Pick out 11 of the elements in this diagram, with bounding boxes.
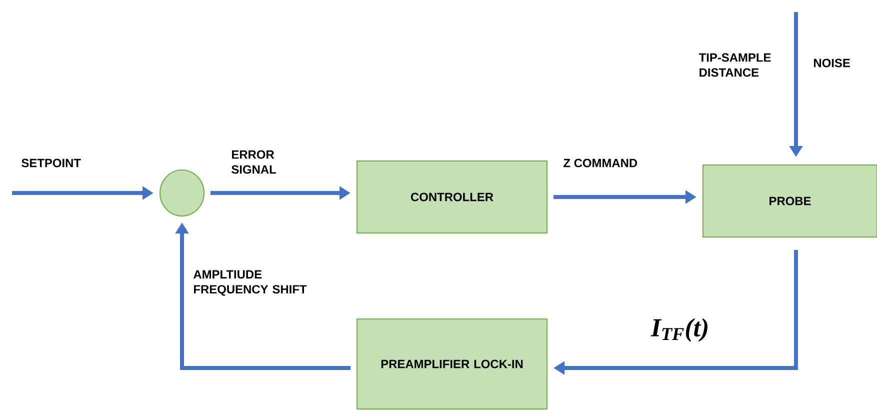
- process-box: PROBE: [702, 164, 877, 238]
- process-box: PREAMPLIFIER LOCK-IN: [356, 318, 548, 410]
- signal-label: NOISE: [814, 58, 850, 68]
- summing-junction: [160, 170, 204, 216]
- edge-label: I$_{TF}$(t): [650, 318, 708, 342]
- edge-label: AMPLTIUDE FREQUENCY SHIFT: [194, 270, 307, 296]
- process-box: CONTROLLER: [356, 160, 548, 234]
- edge-label: SETPOINT: [22, 158, 81, 168]
- edge-label: TIP-SAMPLE DISTANCE: [698, 53, 771, 77]
- edge-label: ERROR SIGNAL: [232, 150, 276, 174]
- edge-label: Z COMMAND: [564, 158, 638, 168]
